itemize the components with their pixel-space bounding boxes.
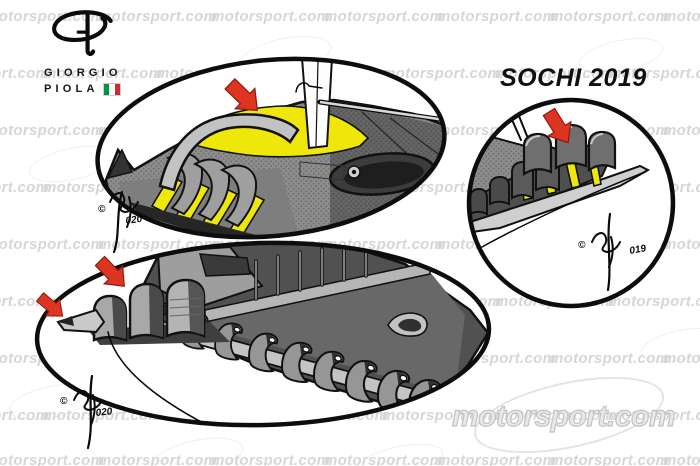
svg-text:©: © xyxy=(98,204,106,215)
brand-name-line1: GIORGIO xyxy=(44,67,122,79)
oval-border xyxy=(95,56,447,240)
piola-signature: © 020 xyxy=(60,374,113,450)
watermark-tile: motorsport.com xyxy=(211,8,331,25)
svg-text:©: © xyxy=(60,396,68,407)
italian-flag-icon xyxy=(102,82,122,96)
watermark-tile: motorsport.com xyxy=(324,452,444,466)
watermark-tile: motorsport.com xyxy=(382,65,502,82)
mirror-arm xyxy=(158,113,300,192)
floor-tip xyxy=(56,308,106,334)
watermark-tile: motorsport.com xyxy=(663,122,700,139)
watermark-tile: motorsport.com xyxy=(663,8,700,25)
watermark-tile: motorsport.com xyxy=(0,179,50,196)
watermark-tile: motorsport.com xyxy=(98,8,218,25)
watermark-tile: motorsport.com xyxy=(550,350,670,367)
watermark-tile: motorsport.com xyxy=(608,293,700,310)
sidepod-duct xyxy=(328,152,436,196)
motorsport-logo-watermark: motorsport.com xyxy=(451,399,676,433)
oval-border xyxy=(34,240,492,428)
watermark-tile: motorsport.com xyxy=(0,293,50,310)
brand-name-line2: PIOLA xyxy=(44,82,122,96)
floor-teardrop-bump xyxy=(387,312,428,337)
page-title: SOCHI 2019 xyxy=(500,64,647,92)
piola-signature: © 019 xyxy=(578,212,648,292)
piola-signature: © 020 xyxy=(98,190,143,254)
bargeboard-footplate-illustration: © 019 xyxy=(466,97,676,309)
cascade-fins xyxy=(165,152,258,228)
floor-edge-strakes-illustration: © 020 xyxy=(32,238,492,450)
watermark-tile: motorsport.com xyxy=(382,407,502,424)
watermark-tile: motorsport.com xyxy=(495,65,615,82)
svg-text:019: 019 xyxy=(629,243,648,257)
giorgio-piola-monogram-icon xyxy=(52,10,113,56)
watermark-tile: motorsport.com xyxy=(0,407,50,424)
footplate-strip xyxy=(469,164,651,234)
watermark-tile: motorsport.com xyxy=(550,8,670,25)
watermark-tile: motorsport.com xyxy=(608,65,700,82)
watermark-tile: motorsport.com xyxy=(495,407,615,424)
watermark-tile: motorsport.com xyxy=(211,452,331,466)
body-horn xyxy=(106,148,134,180)
watermark-tile: motorsport.com xyxy=(437,452,557,466)
watermark-tile: motorsport.com xyxy=(324,8,444,25)
watermark-tile: motorsport.com xyxy=(0,122,105,139)
brand-name-piola: PIOLA xyxy=(44,83,99,95)
watermark-tile: motorsport.com xyxy=(43,65,163,82)
watermark-tile: motorsport.com xyxy=(0,452,105,466)
watermark-tile: motorsport.com xyxy=(0,65,50,82)
giorgio-piola-brand: GIORGIO PIOLA xyxy=(44,8,122,96)
footplate-fins xyxy=(469,123,617,216)
cable-hook xyxy=(295,82,323,93)
highlighted-front-fins xyxy=(92,278,206,342)
watermark-tile: motorsport.com xyxy=(663,452,700,466)
watermark-tile: motorsport.com xyxy=(663,236,700,253)
watermark-row: motorsport.commotorsport.commotorsport.c… xyxy=(0,452,700,466)
svg-text:020: 020 xyxy=(125,214,143,227)
watermark-tile: motorsport.com xyxy=(550,452,670,466)
svg-text:020: 020 xyxy=(95,406,113,419)
watermark-tile: motorsport.com xyxy=(437,8,557,25)
watermark-tile: motorsport.com xyxy=(608,407,700,424)
watermark-row: motorsport.commotorsport.commotorsport.c… xyxy=(0,8,700,25)
svg-text:©: © xyxy=(578,240,586,251)
sidepod-deflector-illustration: © 020 xyxy=(95,56,453,254)
circle-border xyxy=(466,97,676,309)
watermark-tile: motorsport.com xyxy=(0,236,105,253)
watermark-tile: motorsport.com xyxy=(663,350,700,367)
watermark-tile: motorsport.com xyxy=(98,452,218,466)
